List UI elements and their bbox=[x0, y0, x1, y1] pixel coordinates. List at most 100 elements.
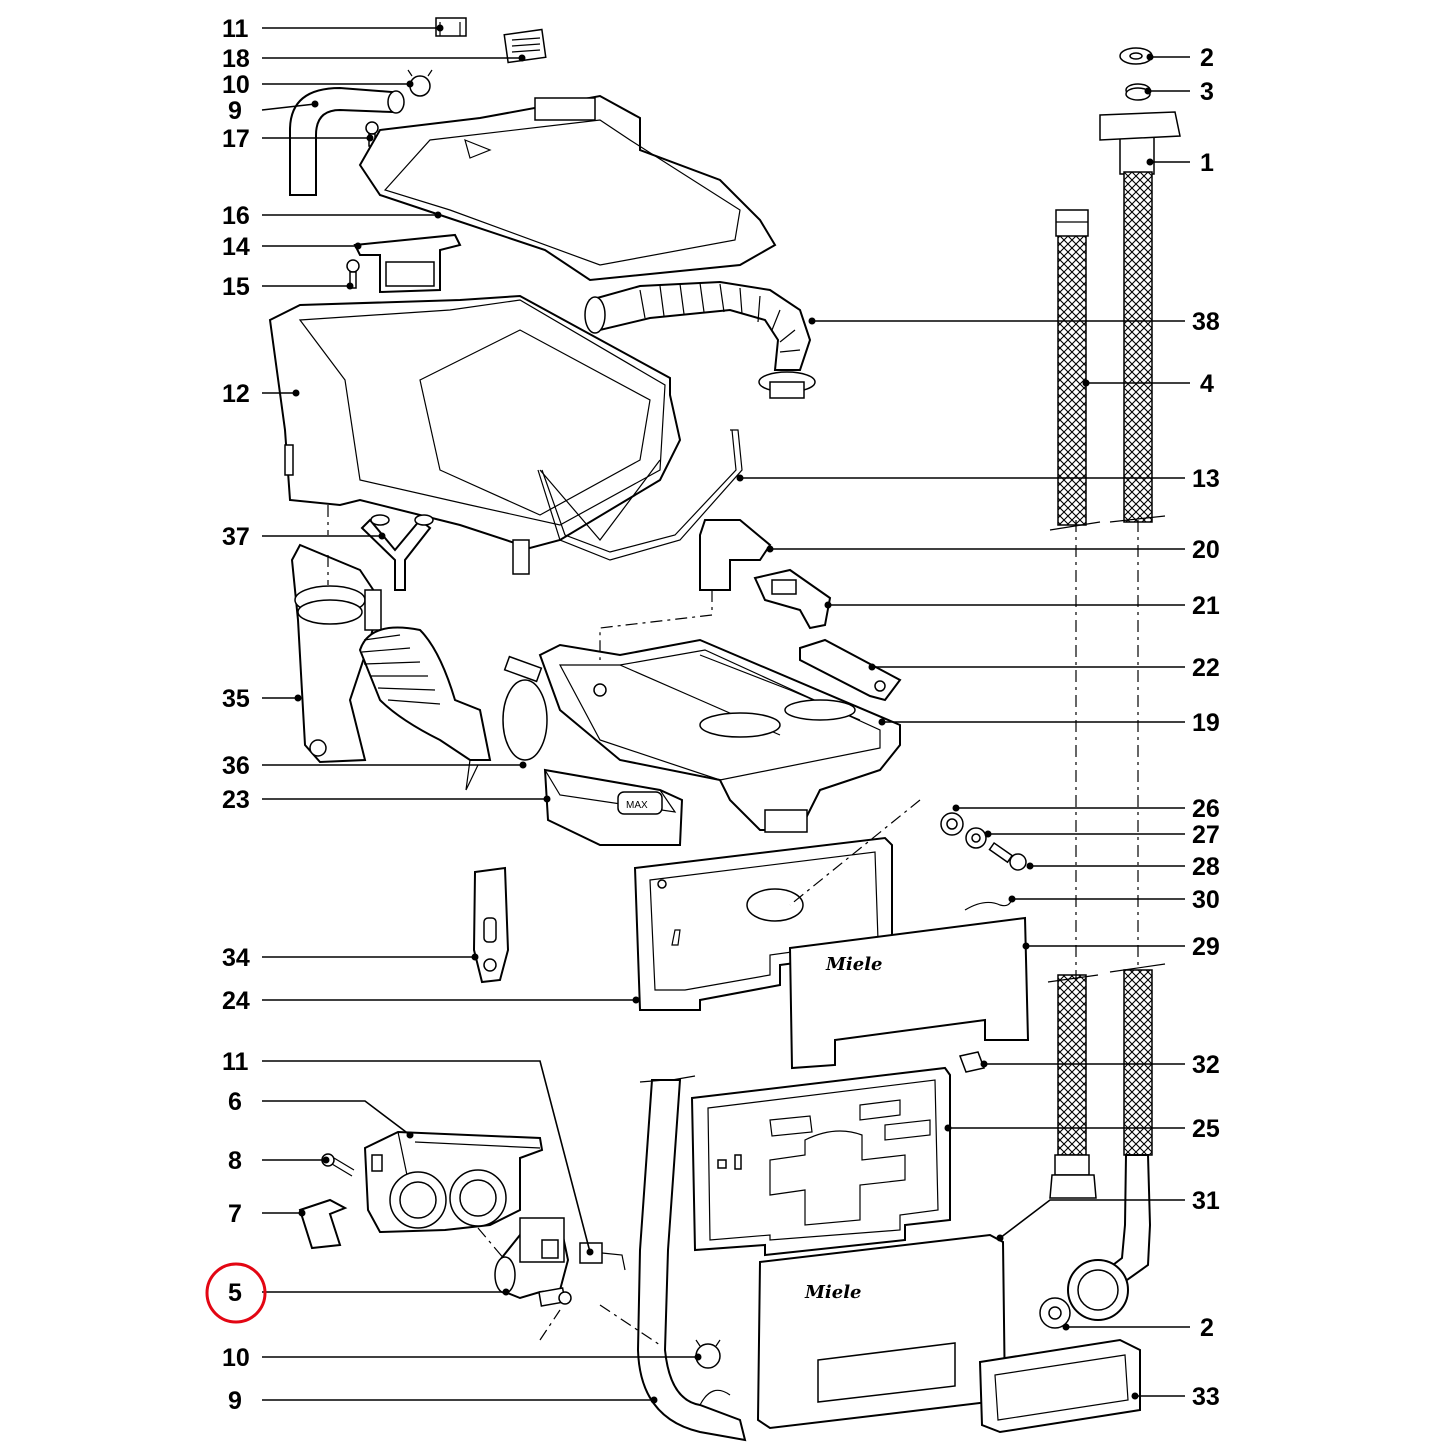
callout-17: 17 bbox=[222, 125, 374, 153]
label-10-bottom: 10 bbox=[222, 1344, 250, 1372]
label-7: 7 bbox=[228, 1200, 242, 1228]
callout-5: 5 bbox=[205, 1262, 510, 1324]
label-37: 37 bbox=[222, 523, 250, 551]
part-18-connector bbox=[503, 28, 547, 64]
callout-8: 8 bbox=[228, 1147, 330, 1175]
label-r20: 20 bbox=[1192, 536, 1220, 564]
part-12-dispenser-housing bbox=[268, 294, 682, 575]
brand-logo-bottom: Miele bbox=[804, 1282, 862, 1303]
part-24-panel-frame bbox=[633, 836, 893, 1011]
callout-4: 4 bbox=[1082, 370, 1214, 398]
callout-9-bottom: 9 bbox=[228, 1387, 658, 1415]
label-15: 15 bbox=[222, 273, 250, 301]
label-5: 5 bbox=[228, 1279, 242, 1307]
callout-11-bottom: 11 bbox=[222, 1048, 594, 1256]
callout-19: 19 bbox=[878, 709, 1220, 737]
label-14: 14 bbox=[222, 233, 250, 261]
callout-25: 25 bbox=[944, 1115, 1220, 1143]
callout-13: 13 bbox=[736, 465, 1220, 493]
label-r33: 33 bbox=[1192, 1383, 1220, 1411]
callout-20: 20 bbox=[766, 536, 1220, 564]
part-9-hose-top bbox=[289, 86, 405, 196]
callout-30: 30 bbox=[1008, 886, 1220, 914]
part-20-block bbox=[699, 519, 772, 591]
label-9-bottom: 9 bbox=[228, 1387, 242, 1415]
part-33-handle bbox=[978, 1338, 1141, 1434]
label-34: 34 bbox=[222, 944, 250, 972]
callout-11-top: 11 bbox=[222, 15, 444, 43]
highlight-circle-part-5 bbox=[205, 1262, 267, 1324]
callout-21: 21 bbox=[824, 592, 1220, 620]
part-26-washer bbox=[940, 812, 964, 836]
label-35: 35 bbox=[222, 685, 250, 713]
label-r3: 3 bbox=[1200, 78, 1214, 106]
callout-38: 38 bbox=[808, 308, 1220, 336]
callout-23: 23 bbox=[222, 786, 551, 814]
label-r38: 38 bbox=[1192, 308, 1220, 336]
label-18: 18 bbox=[222, 45, 250, 73]
label-8: 8 bbox=[228, 1147, 242, 1175]
callout-35: 35 bbox=[222, 685, 302, 713]
part-37-y-connector bbox=[360, 514, 434, 591]
assembly-lines bbox=[327, 505, 1166, 1346]
callout-14: 14 bbox=[222, 233, 362, 261]
label-r29: 29 bbox=[1192, 933, 1220, 961]
label-r22: 22 bbox=[1192, 654, 1220, 682]
part-11-connector-bottom bbox=[579, 1242, 626, 1271]
callout-12: 12 bbox=[222, 380, 300, 408]
part-32-clip bbox=[958, 1051, 986, 1073]
callout-31: 31 bbox=[996, 1187, 1220, 1242]
label-r21: 21 bbox=[1192, 592, 1220, 620]
label-r28: 28 bbox=[1192, 853, 1220, 881]
callout-34: 34 bbox=[222, 944, 479, 972]
callout-6: 6 bbox=[228, 1088, 414, 1139]
callout-1: 1 bbox=[1146, 149, 1214, 177]
label-r1: 1 bbox=[1200, 149, 1214, 177]
label-r13: 13 bbox=[1192, 465, 1220, 493]
callout-3: 3 bbox=[1144, 78, 1214, 106]
part-16-cover bbox=[358, 94, 777, 282]
part-4-inlet-hose bbox=[1049, 209, 1097, 1199]
label-23: 23 bbox=[222, 786, 250, 814]
part-7-clip bbox=[298, 1198, 348, 1250]
callout-2-top: 2 bbox=[1146, 44, 1214, 72]
part-5-solenoid-valve bbox=[494, 1217, 572, 1307]
callout-22: 22 bbox=[868, 654, 1220, 682]
label-16: 16 bbox=[222, 202, 250, 230]
label-10-top: 10 bbox=[222, 71, 250, 99]
brand-logo-top: Miele bbox=[825, 954, 883, 975]
callout-7: 7 bbox=[228, 1200, 306, 1228]
label-24: 24 bbox=[222, 987, 250, 1015]
label-17: 17 bbox=[222, 125, 250, 153]
label-r25: 25 bbox=[1192, 1115, 1220, 1143]
callout-32: 32 bbox=[980, 1051, 1220, 1079]
callout-2-bottom: 2 bbox=[1062, 1314, 1214, 1342]
part-2-seal-bottom bbox=[1039, 1259, 1129, 1329]
part-29-front-plate: Miele bbox=[788, 916, 1030, 1070]
label-r27: 27 bbox=[1192, 821, 1220, 849]
max-mark: MAX bbox=[626, 800, 648, 811]
part-19-dispenser-drawer bbox=[538, 638, 901, 833]
callout-18: 18 bbox=[222, 45, 526, 73]
part-6-valve-bracket bbox=[363, 1130, 544, 1234]
callout-27: 27 bbox=[984, 821, 1220, 849]
part-13-wire-guide bbox=[537, 429, 743, 561]
label-r32: 32 bbox=[1192, 1051, 1220, 1079]
part-2-seal-top bbox=[1119, 47, 1153, 65]
callout-10-bottom: 10 bbox=[222, 1344, 702, 1372]
callout-29: 29 bbox=[1022, 933, 1220, 961]
part-34-clip bbox=[472, 866, 510, 984]
label-9-top: 9 bbox=[228, 97, 242, 125]
part-9-hose-bottom bbox=[636, 1079, 747, 1442]
part-14-bracket bbox=[353, 233, 462, 294]
part-38-bellows-hose bbox=[584, 280, 816, 399]
label-r26: 26 bbox=[1192, 795, 1220, 823]
label-11-top: 11 bbox=[222, 15, 249, 43]
part-21-flap bbox=[753, 568, 832, 630]
label-r19: 19 bbox=[1192, 709, 1220, 737]
callout-10-top: 10 bbox=[222, 71, 414, 99]
part-36-bellows-clamp bbox=[358, 626, 548, 791]
callout-24: 24 bbox=[222, 987, 640, 1015]
part-30-wire bbox=[964, 897, 1013, 911]
